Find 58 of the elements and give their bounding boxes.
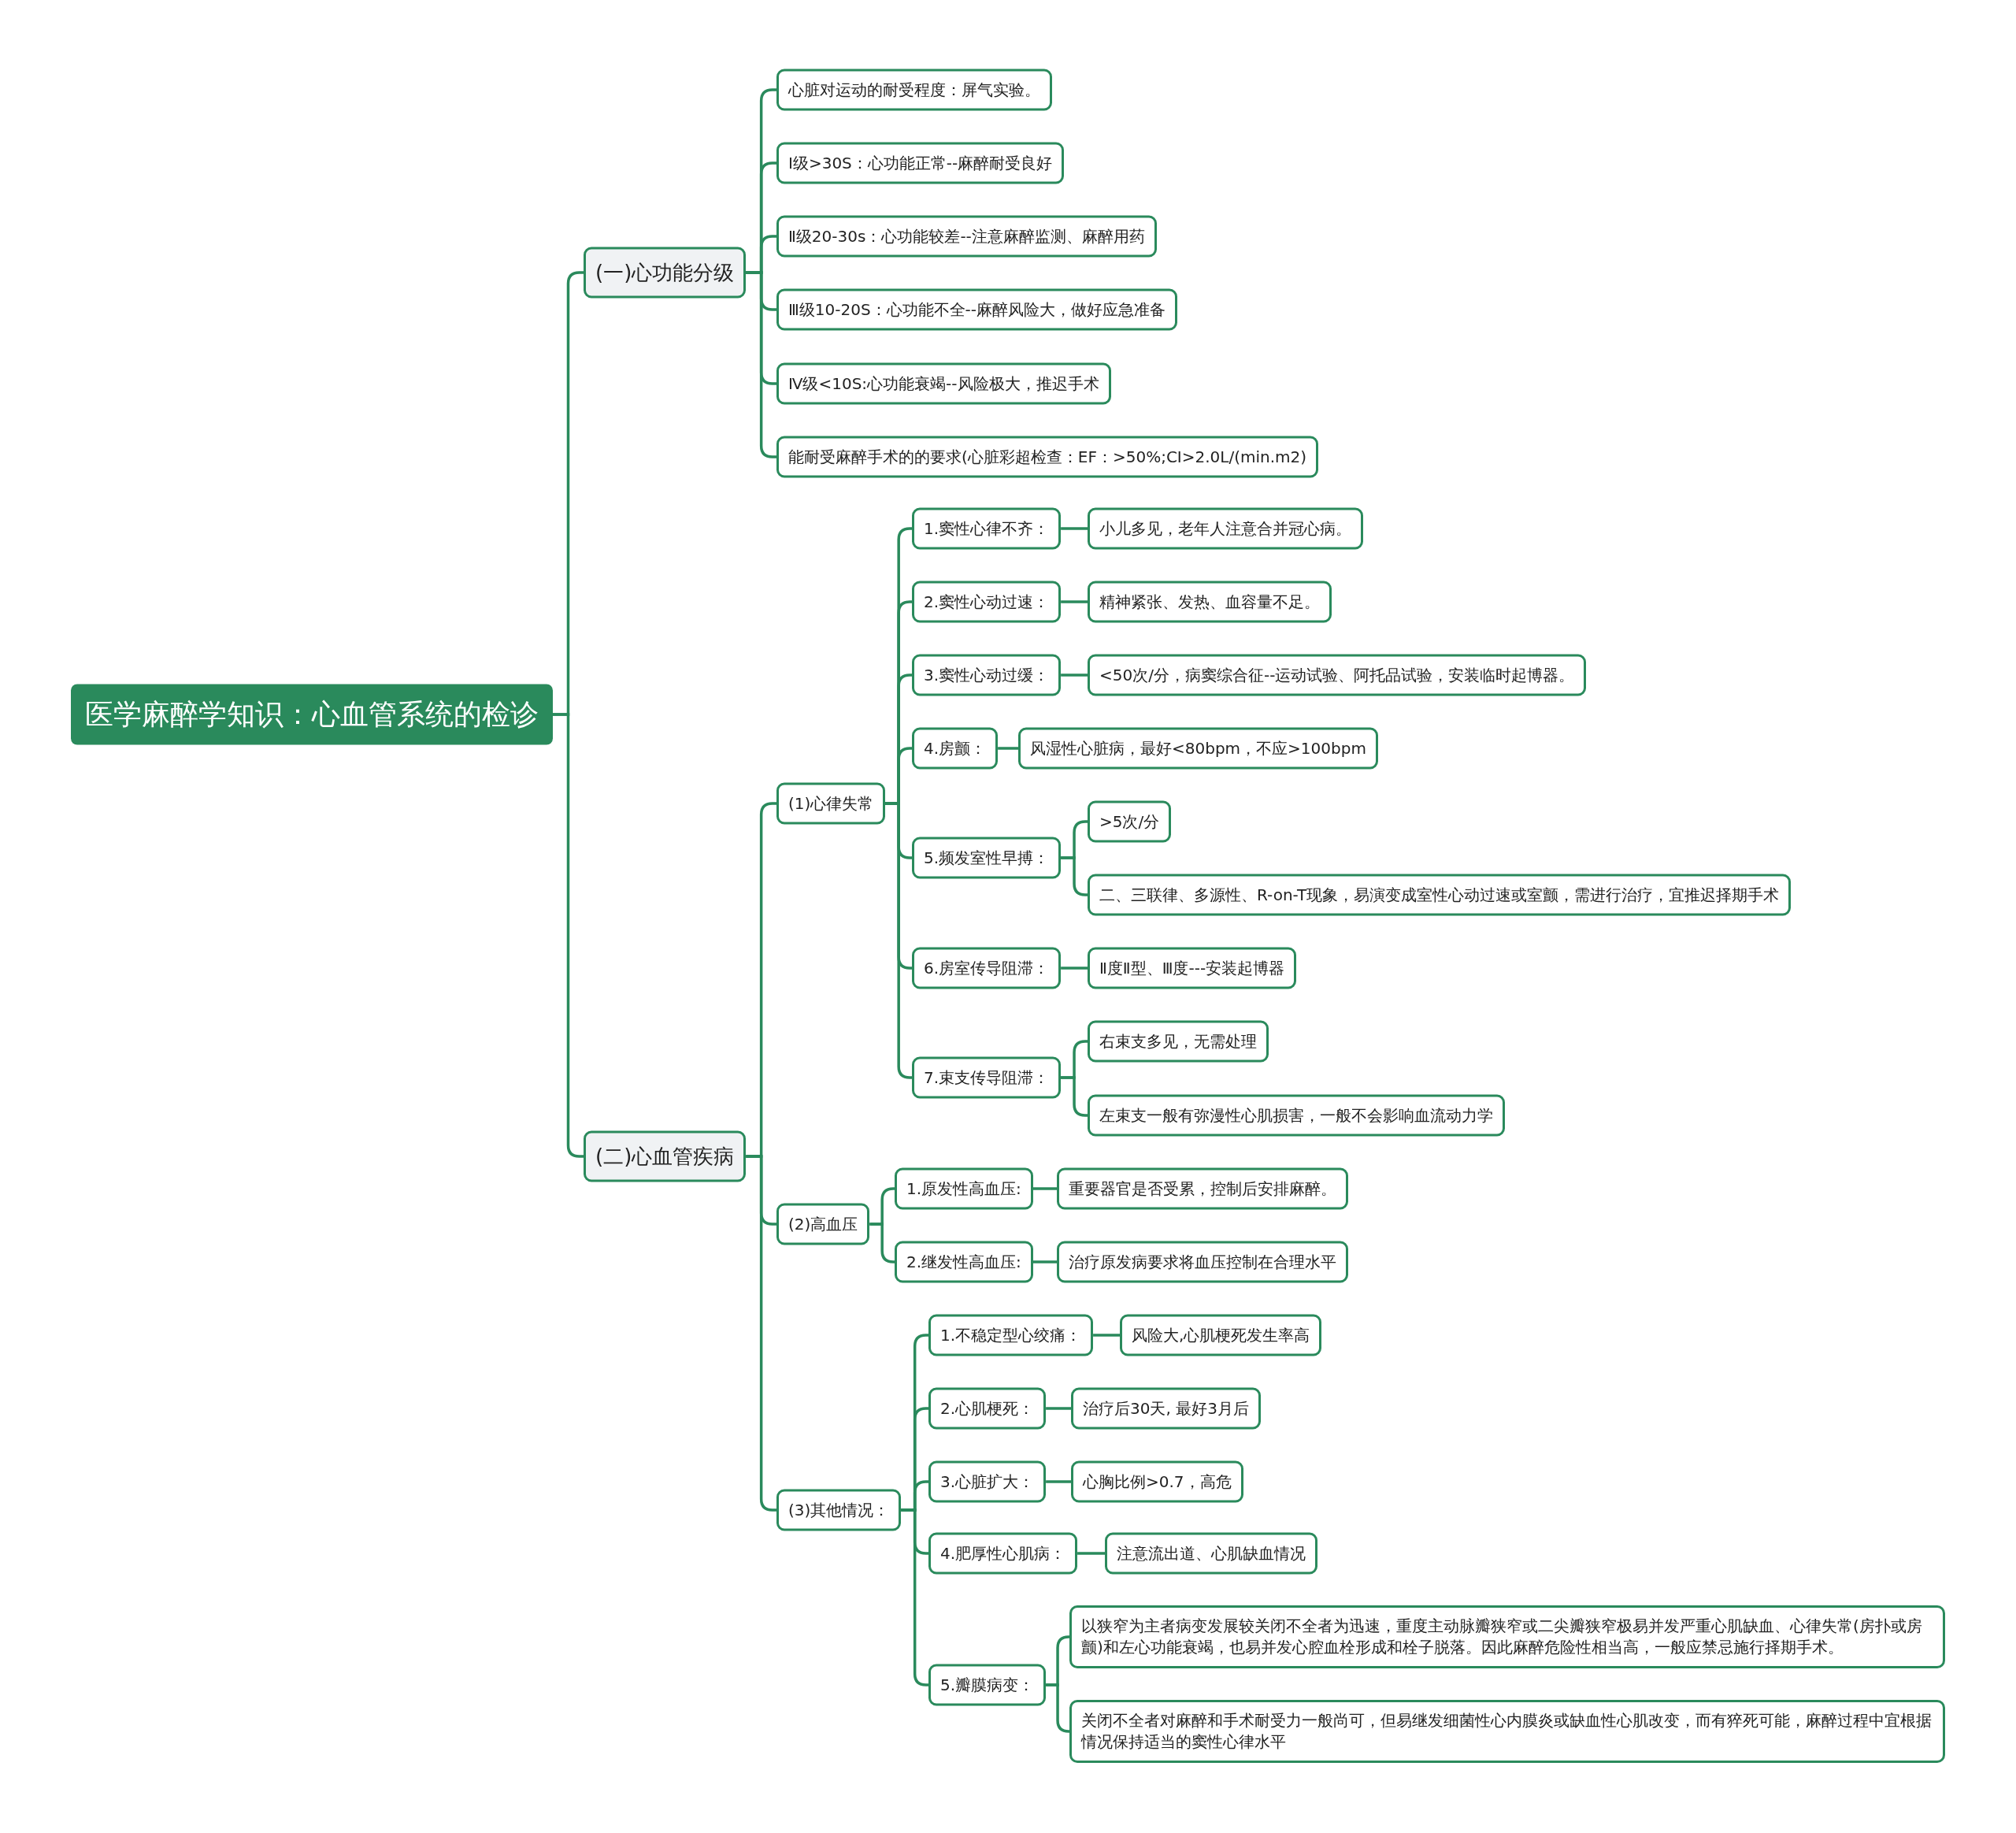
subtopic-box: 注意流出道、心肌缺血情况 <box>1105 1532 1317 1575</box>
connector-line <box>1046 1407 1071 1410</box>
subtopic-box: 风险大,心肌梗死发生率高 <box>1120 1314 1322 1356</box>
subtopic-box: 能耐受麻醉手术的的要求(心脏彩超检查：EF：>50%;CI>2.0L/(min.m2) <box>776 436 1319 478</box>
subtopic-box: 左束支一般有弥漫性心肌损害，一般不会影响血流动力学 <box>1088 1094 1505 1137</box>
subtopic-box: (1)心律失常 <box>776 782 886 825</box>
subtopic-box: (3)其他情况： <box>776 1489 902 1531</box>
subtopic-box: <50次/分，病窦综合征--运动试验、阿托品试验，安装临时起博器。 <box>1088 654 1587 696</box>
subtopic-box: 6.房室传导阻滞： <box>912 947 1062 989</box>
subtopic-box: 4.房颤： <box>912 727 999 770</box>
subtopic-box: 1.窦性心律不齐： <box>912 507 1062 550</box>
subtopic-box: 心胸比例>0.7，高危 <box>1071 1460 1243 1503</box>
subtopic-box: Ⅱ级20-30s：心功能较差--注意麻醉监测、麻醉用药 <box>776 215 1157 258</box>
subtopic-box: Ⅲ级10-20S：心功能不全--麻醉风险大，做好应急准备 <box>776 288 1178 331</box>
branch-topic-box: (二)心血管疾病 <box>584 1130 747 1182</box>
connector-line <box>1061 967 1088 970</box>
subtopic-box: 4.肥厚性心肌病： <box>928 1532 1078 1575</box>
connector-line <box>1061 856 1088 896</box>
connector-line <box>1061 527 1088 530</box>
subtopic-box: Ⅱ度Ⅱ型、Ⅲ度---安装起博器 <box>1088 947 1297 989</box>
subtopic-box: 7.束支传导阻滞： <box>912 1056 1062 1099</box>
connector-line <box>1032 1187 1057 1190</box>
subtopic-box: 心脏对运动的耐受程度：屏气实验。 <box>776 69 1052 111</box>
connector-line <box>1032 1260 1057 1263</box>
subtopic-box: 5.频发室性早搏： <box>912 837 1062 879</box>
subtopic-box: 5.瓣膜病变： <box>928 1664 1047 1706</box>
subtopic-box: 治疗原发病要求将血压控制在合理水平 <box>1057 1241 1348 1283</box>
subtopic-box: 3.心脏扩大： <box>928 1460 1047 1503</box>
root-topic-box: 医学麻醉学知识：心血管系统的检诊 <box>71 684 553 745</box>
subtopic-box: 1.原发性高血压: <box>895 1167 1033 1210</box>
subtopic-box: 2.继发性高血压: <box>895 1241 1033 1283</box>
subtopic-box: (2)高血压 <box>776 1203 870 1245</box>
subtopic-box: 关闭不全者对麻醉和手术耐受力一般尚可，但易继发细菌性心内膜炎或缺血性心肌改变，而有猝死可能，麻醉过程中宜根据情况保持适当的窦性心律水平 <box>1069 1700 1945 1763</box>
subtopic-box: >5次/分 <box>1088 800 1172 843</box>
connector-line <box>1077 1552 1105 1555</box>
connector-line <box>1093 1334 1120 1337</box>
connector-line <box>998 747 1018 750</box>
subtopic-box: 2.窦性心动过速： <box>912 581 1062 623</box>
subtopic-box: 二、三联律、多源性、R-on-T现象，易演变成室性心动过速或室颤，需进行治疗，宜推迟择期手术 <box>1088 874 1792 916</box>
subtopic-box: 右束支多见，无需处理 <box>1088 1020 1269 1063</box>
subtopic-box: 精神紧张、发热、血容量不足。 <box>1088 581 1332 623</box>
connector-line <box>1046 1480 1071 1483</box>
connector-line <box>1061 1076 1088 1117</box>
connector-line <box>553 713 584 1158</box>
subtopic-box: 风湿性心脏病，最好<80bpm，不应>100bpm <box>1018 727 1378 770</box>
subtopic-box: Ⅰ级>30S：心功能正常--麻醉耐受良好 <box>776 142 1065 184</box>
connector-line <box>1061 600 1088 603</box>
subtopic-box: 1.不稳定型心绞痛： <box>928 1314 1094 1356</box>
subtopic-box: 3.窦性心动过缓： <box>912 654 1062 696</box>
branch-topic-box: (一)心功能分级 <box>584 247 747 299</box>
connector-line <box>869 1223 895 1263</box>
subtopic-box: 重要器官是否受累，控制后安排麻醉。 <box>1057 1167 1348 1210</box>
subtopic-box: 以狭窄为主者病变发展较关闭不全者为迅速，重度主动脉瓣狭窄或二尖瓣狭窄极易并发严重心肌缺血、心律失常(房扑或房颤)和左心功能衰竭，也易并发心腔血栓形成和栓子脱落。因此麻醉危险性相当高，一般应禁忌施行择期手术。 <box>1069 1605 1945 1668</box>
subtopic-box: 治疗后30天, 最好3月后 <box>1071 1387 1261 1430</box>
subtopic-box: Ⅳ级<10S:心功能衰竭--风险极大，推迟手术 <box>776 362 1111 405</box>
subtopic-box: 小儿多见，老年人注意合并冠心病。 <box>1088 507 1363 550</box>
subtopic-box: 2.心肌梗死： <box>928 1387 1047 1430</box>
connector-line <box>1061 673 1088 677</box>
